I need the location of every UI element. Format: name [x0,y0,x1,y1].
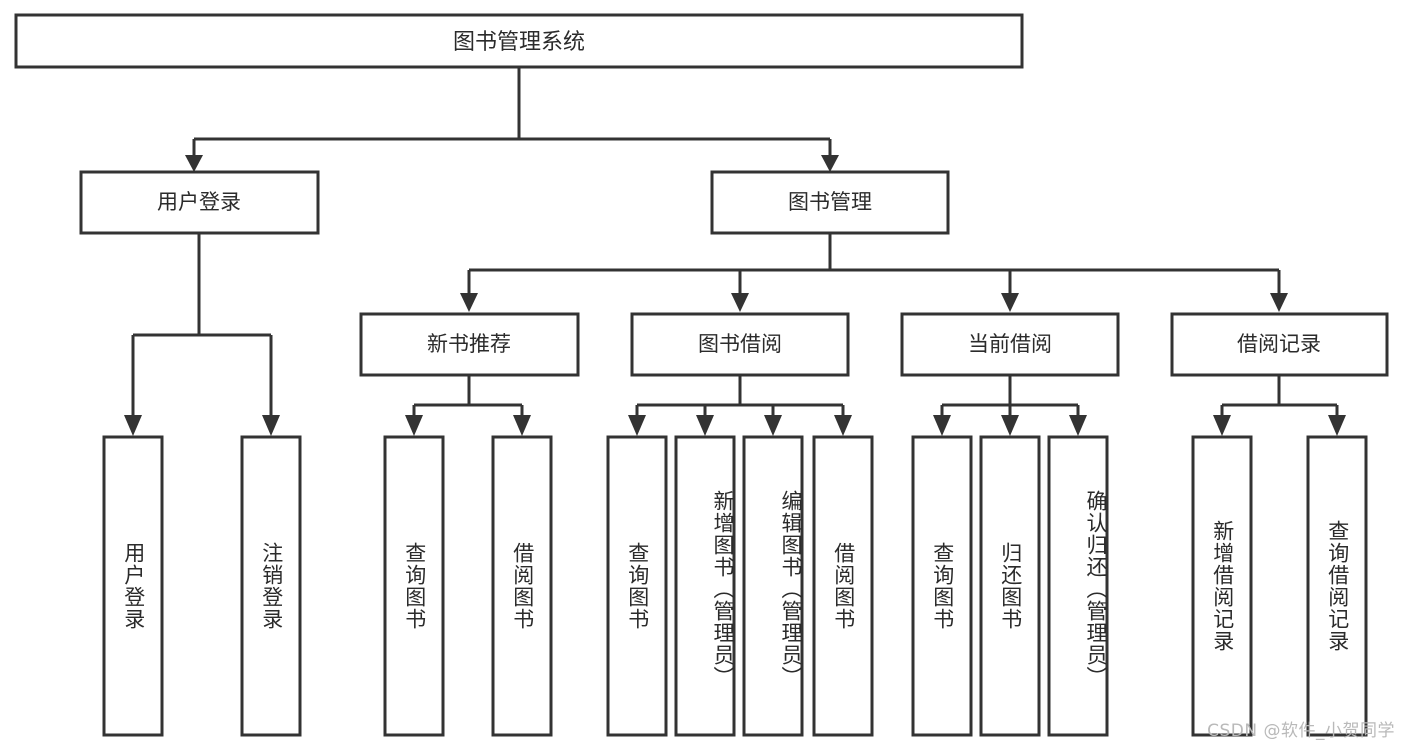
leaf-confirm-return-box[interactable] [1047,435,1109,737]
leaf-user-login-box[interactable] [102,435,164,737]
leaf-add-borrow-record-box[interactable] [1191,435,1253,737]
leaf-return-book-box[interactable] [979,435,1041,737]
leaf-query-book-2-box[interactable] [606,435,668,737]
connector-group-book-management [460,233,1288,312]
node-new-book-recommend-box[interactable] [359,312,580,377]
arrowhead-book-borrow [731,293,749,312]
leaf-edit-book-box[interactable] [742,435,804,737]
arrowhead-leaf-query-book-2 [628,415,646,436]
arrowhead-leaf-borrow-book-2 [834,415,852,436]
node-new-book-recommend[interactable]: 新书推荐 [359,312,580,377]
arrowhead-leaf-add-borrow-record [1213,415,1231,436]
connector-group-user-login [124,233,280,436]
leaf-borrow-book-2-box[interactable] [812,435,874,737]
arrowhead-new-book-recommend [460,293,478,312]
node-current-borrow[interactable]: 当前借阅 [900,312,1120,377]
arrowhead-leaf-logout-login [262,415,280,436]
node-book-management-box[interactable] [710,170,950,235]
connector-group-root [185,67,839,172]
leaf-query-book-1-box[interactable] [383,435,445,737]
node-current-borrow-box[interactable] [900,312,1120,377]
csdn-watermark: CSDN @软件_小贺同学 [1207,721,1395,741]
arrowhead-leaf-query-book-3 [933,415,951,436]
node-book-borrow-box[interactable] [630,312,850,377]
node-book-management[interactable]: 图书管理 [710,170,950,235]
node-root[interactable]: 图书管理系统 [14,13,1024,69]
node-borrow-record-box[interactable] [1170,312,1389,377]
arrowhead-leaf-edit-book [764,415,782,436]
arrowhead-book-management [821,155,839,172]
leaf-query-borrow-record-box[interactable] [1306,435,1368,737]
arrowhead-leaf-user-login [124,415,142,436]
arrowhead-current-borrow [1001,293,1019,312]
arrowhead-user-login [185,155,203,172]
node-borrow-record[interactable]: 借阅记录 [1170,312,1389,377]
leaf-borrow-book-1-box[interactable] [491,435,553,737]
arrowhead-leaf-borrow-book-1 [513,415,531,436]
node-user-login-label: 用户登录 [157,190,241,214]
connector-group-current-borrow [933,375,1087,436]
node-root-label: 图书管理系统 [453,30,585,55]
arrowhead-leaf-query-borrow-record [1328,415,1346,436]
node-borrow-record-label: 借阅记录 [1237,332,1321,356]
arrowhead-leaf-return-book [1001,415,1019,436]
arrowhead-leaf-confirm-return [1069,415,1087,436]
leaf-query-book-3-box[interactable] [911,435,973,737]
node-user-login[interactable]: 用户登录 [79,170,320,235]
connector-group-new-book-recommend [405,375,531,436]
node-book-borrow-label: 图书借阅 [698,332,782,356]
leaf-logout-login-box[interactable] [240,435,302,737]
arrowhead-leaf-query-book-1 [405,415,423,436]
arrowhead-borrow-record [1270,293,1288,312]
node-new-book-recommend-label: 新书推荐 [427,332,511,356]
leaf-add-book-box[interactable] [674,435,736,737]
node-root-box[interactable] [14,13,1024,69]
leaf-boxes [102,435,1368,737]
connector-group-borrow-record [1213,375,1346,436]
node-book-management-label: 图书管理 [788,190,872,214]
node-user-login-box[interactable] [79,170,320,235]
node-book-borrow[interactable]: 图书借阅 [630,312,850,377]
connector-group-book-borrow [628,375,852,436]
arrowhead-leaf-add-book [696,415,714,436]
node-current-borrow-label: 当前借阅 [968,332,1052,356]
